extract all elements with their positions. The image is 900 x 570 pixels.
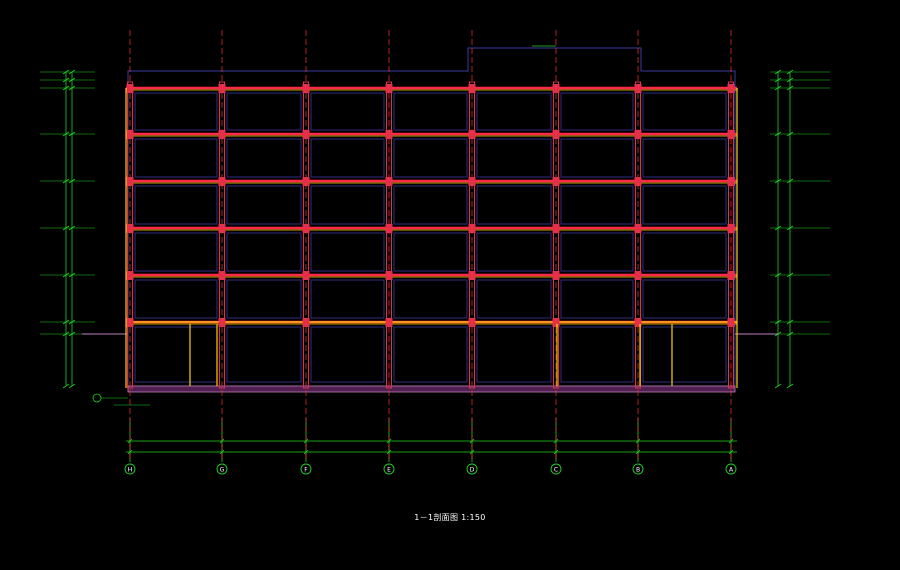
bay-panel: [476, 279, 552, 319]
column: [728, 81, 734, 389]
bay-panel: [226, 326, 302, 383]
roof-outline: [127, 47, 736, 88]
bay-panel: [226, 185, 302, 225]
bay-panel: [642, 326, 727, 383]
dimension-tick: [62, 383, 70, 389]
column-joint: [302, 177, 310, 186]
axis-label: E: [387, 467, 391, 474]
axis-label: G: [220, 467, 225, 474]
dimension-tick: [553, 449, 559, 455]
column: [303, 81, 309, 389]
dimension-tick: [774, 383, 782, 389]
column: [635, 81, 641, 389]
bay-panel: [476, 92, 552, 131]
frame-structure: [82, 81, 778, 393]
bay-panel: [560, 279, 634, 319]
axis-bubble: [466, 463, 478, 475]
axis-label: H: [128, 467, 133, 474]
bay-panel: [226, 138, 302, 178]
bay-panel: [560, 185, 634, 225]
bay-panel: [476, 185, 552, 225]
bay-panel: [310, 138, 385, 178]
bay-panel: [393, 92, 468, 131]
axis-bubble: [124, 463, 136, 475]
bay-panel: [560, 138, 634, 178]
dimension-tick: [786, 383, 794, 389]
bay-panel: [642, 138, 727, 178]
drawing-scale: 1:150: [461, 513, 486, 522]
axis-bubble: [216, 463, 228, 475]
drawing-title: 1－1剖面图: [414, 513, 459, 522]
bay-panel: [134, 279, 218, 319]
bay-panel: [393, 279, 468, 319]
bay-panel: [310, 279, 385, 319]
bay-panel: [560, 326, 634, 383]
axis-label: C: [554, 467, 558, 474]
column-joint: [727, 177, 735, 186]
dimension-tick: [219, 449, 225, 455]
axis-bubble: [550, 463, 562, 475]
foundation-band: [127, 385, 736, 393]
column: [386, 81, 392, 389]
detail-callout: [92, 393, 102, 403]
column-joint: [385, 177, 393, 186]
bay-panel: [134, 185, 218, 225]
bay-panel: [310, 185, 385, 225]
axis-label: F: [304, 467, 308, 474]
bay-panel: [134, 232, 218, 272]
column-joint: [552, 177, 560, 186]
bay-panel: [226, 92, 302, 131]
bay-panel: [134, 92, 218, 131]
dimension-tick: [635, 449, 641, 455]
axis-bubble: [300, 463, 312, 475]
bay-panel: [393, 138, 468, 178]
column: [127, 81, 133, 389]
bay-panel: [310, 326, 385, 383]
bay-panel: [476, 232, 552, 272]
axis-label: A: [729, 467, 734, 474]
column-joint: [468, 177, 476, 186]
axis-bubble: [725, 463, 737, 475]
dimension-lines: [40, 45, 830, 462]
bay-panel: [393, 185, 468, 225]
dimension-tick: [68, 383, 76, 389]
column: [469, 81, 475, 389]
dimension-tick: [303, 449, 309, 455]
bay-panel: [310, 232, 385, 272]
bay-panel: [642, 279, 727, 319]
dimension-tick: [728, 449, 734, 455]
axis-label: B: [636, 467, 640, 474]
dimension-tick: [386, 449, 392, 455]
bay-panel: [642, 92, 727, 131]
column: [553, 81, 559, 389]
bay-panel: [226, 279, 302, 319]
bay-panel: [393, 232, 468, 272]
bay-panel: [134, 326, 218, 383]
bay-panel: [310, 92, 385, 131]
column-joint: [218, 177, 226, 186]
dimension-tick: [469, 449, 475, 455]
bay-panel: [642, 185, 727, 225]
dimension-tick: [127, 449, 133, 455]
bay-panel: [560, 92, 634, 131]
bay-panel: [393, 326, 468, 383]
bay-panel: [476, 138, 552, 178]
axis-bubble: [632, 463, 644, 475]
axis-bubble: [383, 463, 395, 475]
bay-panel: [134, 138, 218, 178]
axis-label: D: [470, 467, 475, 474]
bay-panel: [476, 326, 552, 383]
bay-panel: [642, 232, 727, 272]
column-joint: [126, 177, 134, 186]
column-joint: [634, 177, 642, 186]
drawing-title-block: 1－1剖面图 1:150: [0, 512, 900, 523]
column: [219, 81, 225, 389]
bay-panel: [560, 232, 634, 272]
bay-panel: [226, 232, 302, 272]
